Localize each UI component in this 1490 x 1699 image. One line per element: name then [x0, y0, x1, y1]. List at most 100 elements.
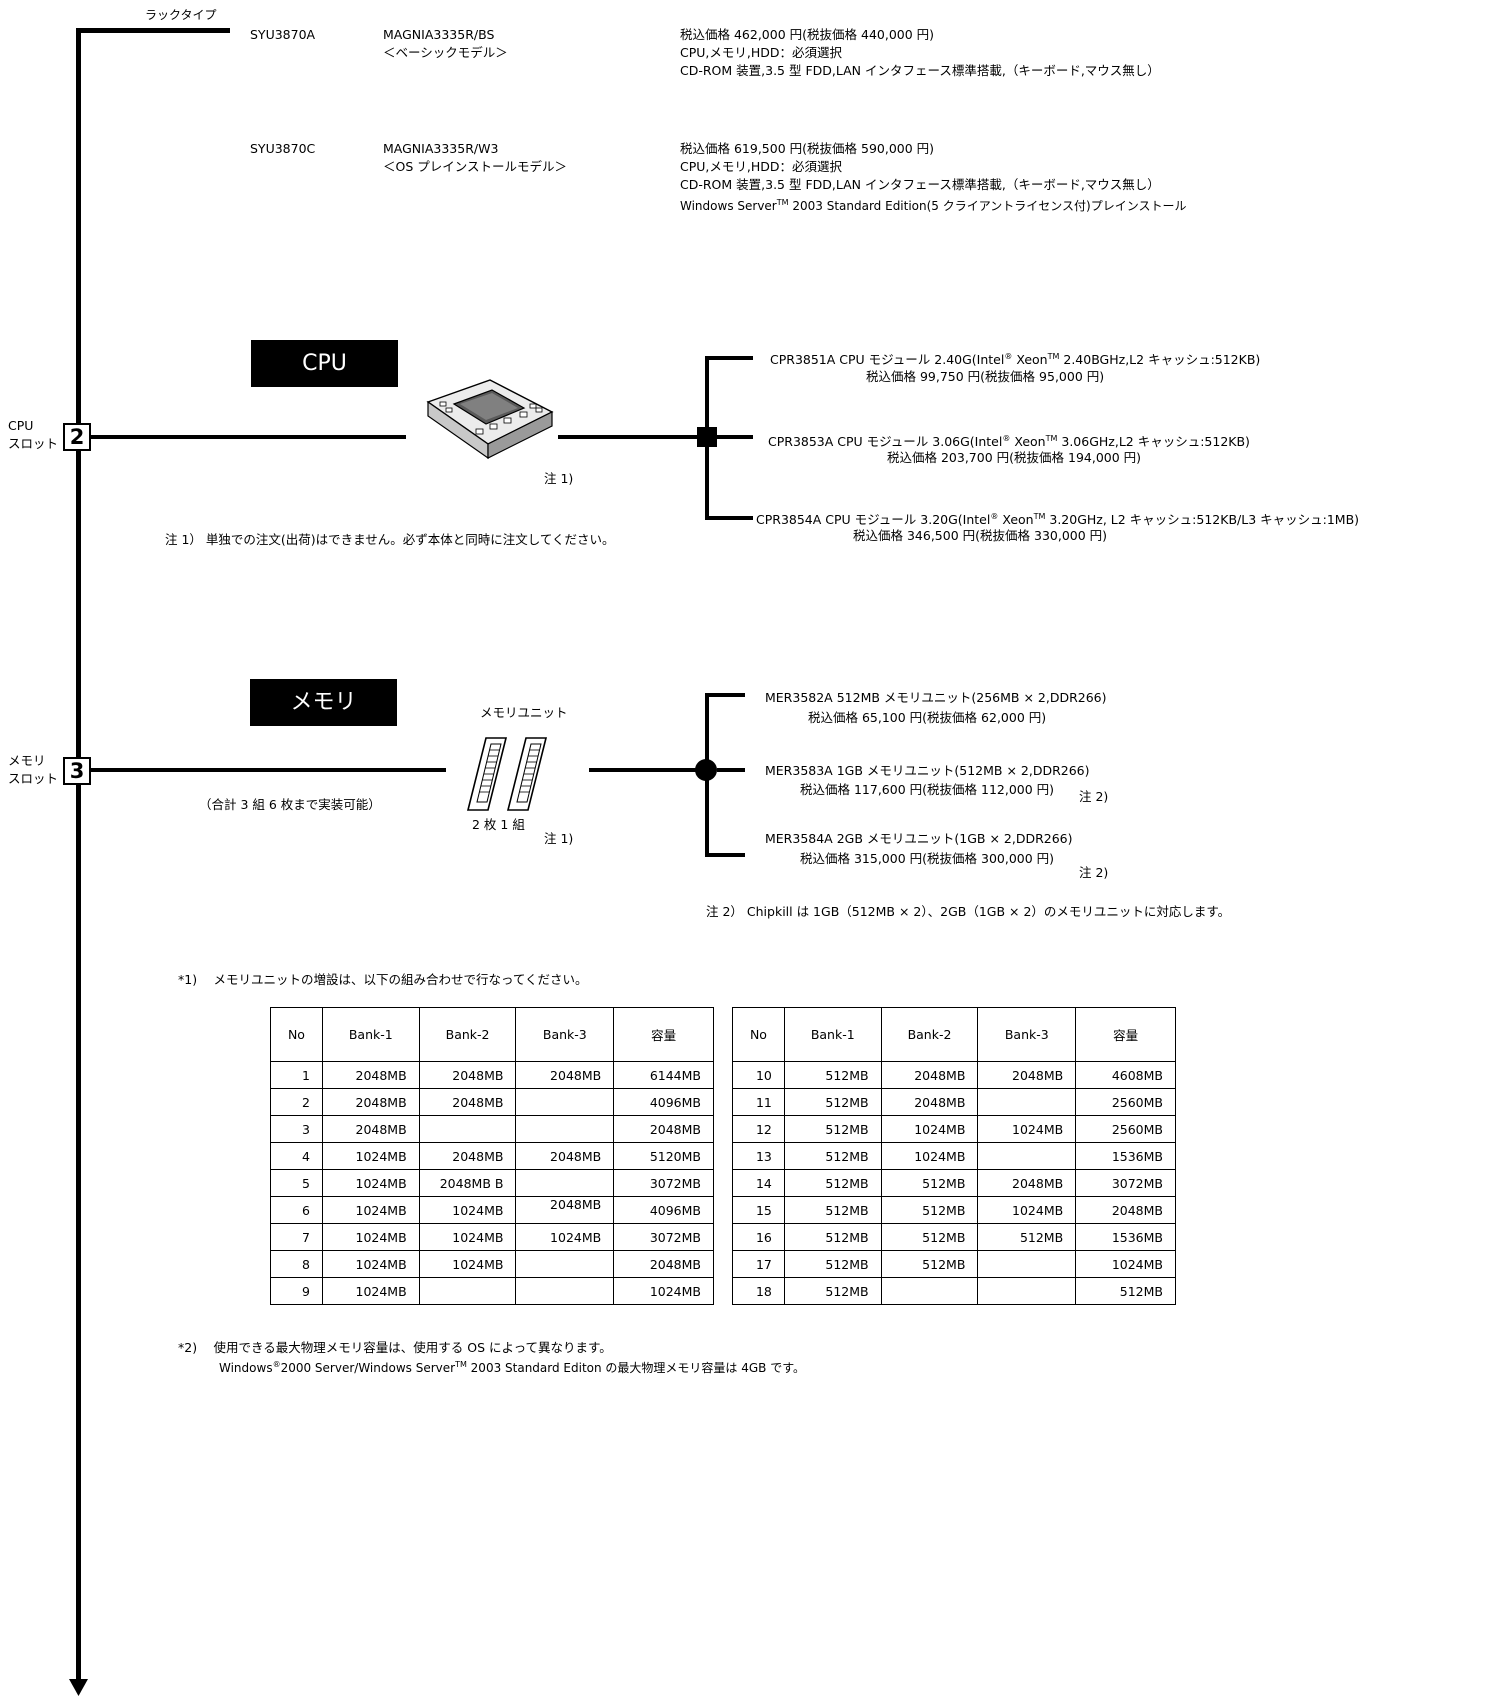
table-cell: 1024MB	[515, 1223, 615, 1251]
column-header: Bank-1	[783, 1007, 882, 1062]
table-cell: 512MB	[783, 1088, 882, 1116]
table-cell: 18	[732, 1277, 785, 1305]
table-cell: 6	[270, 1196, 323, 1224]
combo-heading: *1) メモリユニットの増設は、以下の組み合わせで行なってください。	[178, 972, 588, 987]
column-header: Bank-1	[321, 1007, 420, 1062]
trademark-mark: TM	[1047, 352, 1060, 361]
registered-mark: ®	[1004, 352, 1013, 361]
memory-slot-label: メモリ	[8, 753, 46, 768]
table-cell: 2048MB	[321, 1115, 420, 1143]
model-spec-line: CPU,メモリ,HDD：必須選択	[680, 45, 843, 60]
model-spec-line: CD-ROM 装置,3.5 型 FDD,LAN インタフェース標準搭載,（キーボ…	[680, 177, 1160, 192]
table-cell: 512MB	[880, 1196, 979, 1224]
table-cell	[418, 1115, 517, 1143]
table-cell: 512MB	[783, 1115, 882, 1143]
table-cell: 16	[732, 1223, 785, 1251]
column-header: 容量	[613, 1007, 714, 1062]
table-cell	[515, 1277, 615, 1305]
column-header: Bank-3	[515, 1007, 615, 1062]
table-cell: 3072MB	[613, 1223, 714, 1251]
cpu-section-label: CPU	[251, 340, 398, 387]
table-cell: 2048MB	[515, 1142, 615, 1170]
table-cell: 3072MB	[613, 1169, 714, 1197]
column-header: Bank-3	[977, 1007, 1077, 1062]
table-cell: 2048MB	[880, 1061, 979, 1089]
table-cell: 5	[270, 1169, 323, 1197]
cpu-option-part: 2.40BGHz,L2 キャッシュ:512KB)	[1059, 352, 1261, 368]
table-cell: 2048MB	[1075, 1196, 1176, 1224]
table-cell: 1024MB	[418, 1223, 517, 1251]
memory-option-line	[717, 768, 745, 772]
cpu-slot-label: CPU	[8, 418, 34, 433]
cpu-option-desc: CPR3851A CPU モジュール 2.40G(Intel® XeonTM 2…	[770, 348, 1260, 369]
cpu-option-part: Xeon	[1012, 352, 1048, 368]
table-cell: 2048MB	[418, 1142, 517, 1170]
table-cell: 1024MB	[418, 1196, 517, 1224]
os-line-part: Windows Server	[680, 199, 777, 213]
table-cell	[977, 1250, 1077, 1278]
memory-note-ref: 注 1)	[544, 831, 574, 846]
table-cell: 512MB	[977, 1223, 1077, 1251]
cpu-option-line	[705, 356, 753, 360]
model-name: MAGNIA3335R/BS	[383, 27, 495, 42]
table-cell: 2048MB	[613, 1115, 714, 1143]
table-cell: 512MB	[783, 1277, 882, 1305]
table-cell: 2560MB	[1075, 1088, 1176, 1116]
memory-slot-label: スロット	[8, 771, 59, 786]
cpu-option-part: Xeon	[1010, 434, 1046, 450]
trademark-mark: TM	[776, 198, 789, 207]
memory-option-line	[705, 853, 745, 857]
memory-pair-label: 2 枚 1 組	[472, 817, 525, 832]
table-cell: 2048MB	[515, 1061, 615, 1089]
table-cell	[418, 1277, 517, 1305]
table-cell	[977, 1277, 1077, 1305]
model-code: SYU3870A	[250, 27, 316, 42]
cpu-option-part: Xeon	[998, 512, 1034, 528]
table-cell: 512MB	[880, 1169, 979, 1197]
note-part: Windows	[219, 1361, 273, 1375]
table-cell	[977, 1142, 1077, 1170]
table-header-row: No Bank-1 Bank-2 Bank-3 容量	[732, 1007, 1176, 1062]
table-cell: 1024MB	[321, 1250, 420, 1278]
table-cell: 1	[270, 1061, 323, 1089]
table-cell: 17	[732, 1250, 785, 1278]
model-price-line: 税込価格 619,500 円(税抜価格 590,000 円)	[680, 141, 935, 156]
column-header: No	[732, 1007, 785, 1062]
cpu-branch-line	[91, 435, 406, 439]
cpu-option-line	[705, 516, 753, 520]
table-cell: 512MB	[1075, 1277, 1176, 1305]
table-cell: 1536MB	[1075, 1142, 1176, 1170]
trademark-mark: TM	[1033, 512, 1046, 521]
table-cell: 1024MB	[1075, 1250, 1176, 1278]
memory-option-desc: MER3584A 2GB メモリユニット(1GB × 2,DDR266)	[765, 831, 1073, 846]
model-spec-line: CD-ROM 装置,3.5 型 FDD,LAN インタフェース標準搭載,（キーボ…	[680, 63, 1160, 78]
memory-capacity-note: （合計 3 組 6 枚まで実装可能）	[199, 797, 381, 812]
table-cell: 512MB	[783, 1196, 882, 1224]
cpu-note-text: 注 1） 単独での注文(出荷)はできません。必ず本体と同時に注文してください。	[165, 532, 615, 547]
table-cell: 2048MB	[321, 1088, 420, 1116]
table-header-row: No Bank-1 Bank-2 Bank-3 容量	[270, 1007, 714, 1062]
model-spec-line: CPU,メモリ,HDD：必須選択	[680, 159, 843, 174]
memory-option-note: 注 2)	[1079, 865, 1109, 880]
memory-module-icon	[466, 737, 548, 811]
memory-option-desc: MER3582A 512MB メモリユニット(256MB × 2,DDR266)	[765, 690, 1107, 705]
registered-mark: ®	[272, 1360, 281, 1369]
model-os-line: Windows ServerTM 2003 Standard Edition(5…	[680, 194, 1186, 215]
cpu-option-desc: CPR3854A CPU モジュール 3.20G(Intel® XeonTM 3…	[756, 508, 1359, 529]
table-cell: 2048MB	[977, 1061, 1077, 1089]
cpu-option-part: CPR3851A CPU モジュール 2.40G(Intel	[770, 352, 1005, 368]
max-memory-note: *2) 使用できる最大物理メモリ容量は、使用する OS によって異なります。	[178, 1340, 612, 1355]
